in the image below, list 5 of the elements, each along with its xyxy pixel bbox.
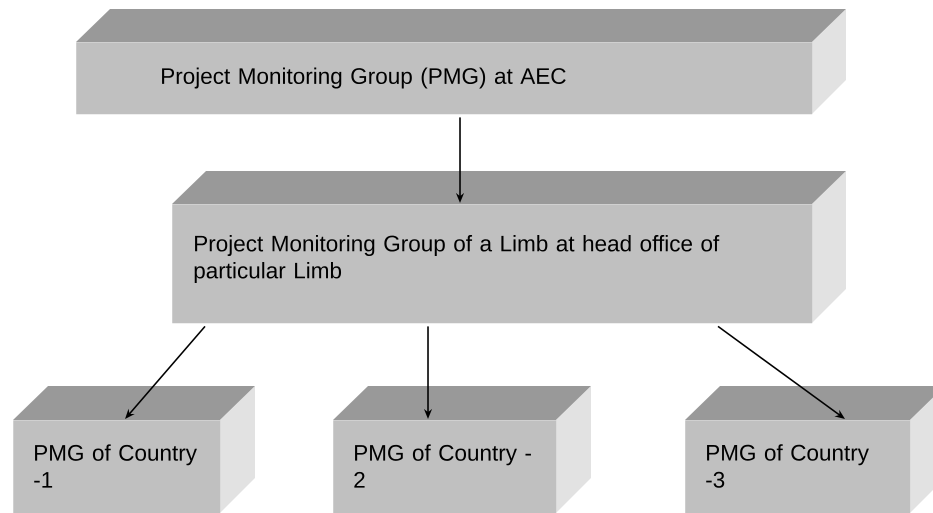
box-3d: PMG of Country - 2 — [333, 386, 591, 513]
box-3d: Project Monitoring Group of a Limb at head office of particular Limb — [172, 171, 846, 324]
box-3d: PMG of Country -3 — [685, 386, 933, 513]
box-3d: Project Monitoring Group (PMG) at AEC — [76, 9, 846, 114]
box-3d: PMG of Country -1 — [13, 386, 255, 513]
